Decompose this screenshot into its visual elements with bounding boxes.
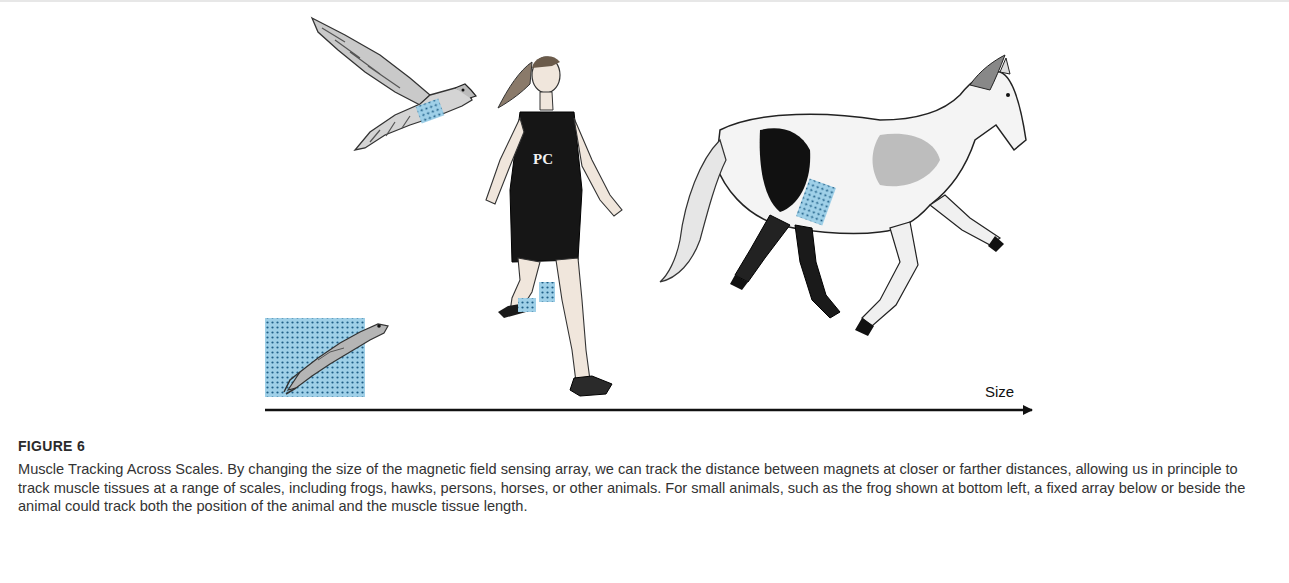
sensor-array xyxy=(796,178,836,225)
figure-caption: Muscle Tracking Across Scales. By changi… xyxy=(18,460,1268,516)
axis-label: Size xyxy=(985,383,1014,400)
shirt-text: PC xyxy=(533,151,553,167)
frog xyxy=(265,318,388,397)
size-axis xyxy=(265,409,1032,412)
shirt-text-slot: PC xyxy=(533,150,553,168)
figure-title-slot: FIGURE 6 xyxy=(18,437,85,455)
hawk xyxy=(312,18,476,150)
figure-title: FIGURE 6 xyxy=(18,438,85,454)
sensor-array xyxy=(416,98,445,123)
horse xyxy=(660,55,1026,336)
sensor-array xyxy=(265,318,365,397)
figure-caption-slot: Muscle Tracking Across Scales. By changi… xyxy=(18,460,1268,516)
sensor-array xyxy=(539,282,555,302)
top-rule xyxy=(0,1,1289,2)
runner xyxy=(486,56,622,396)
axis-label-slot: Size xyxy=(985,383,1014,401)
sensor-array xyxy=(518,298,536,312)
